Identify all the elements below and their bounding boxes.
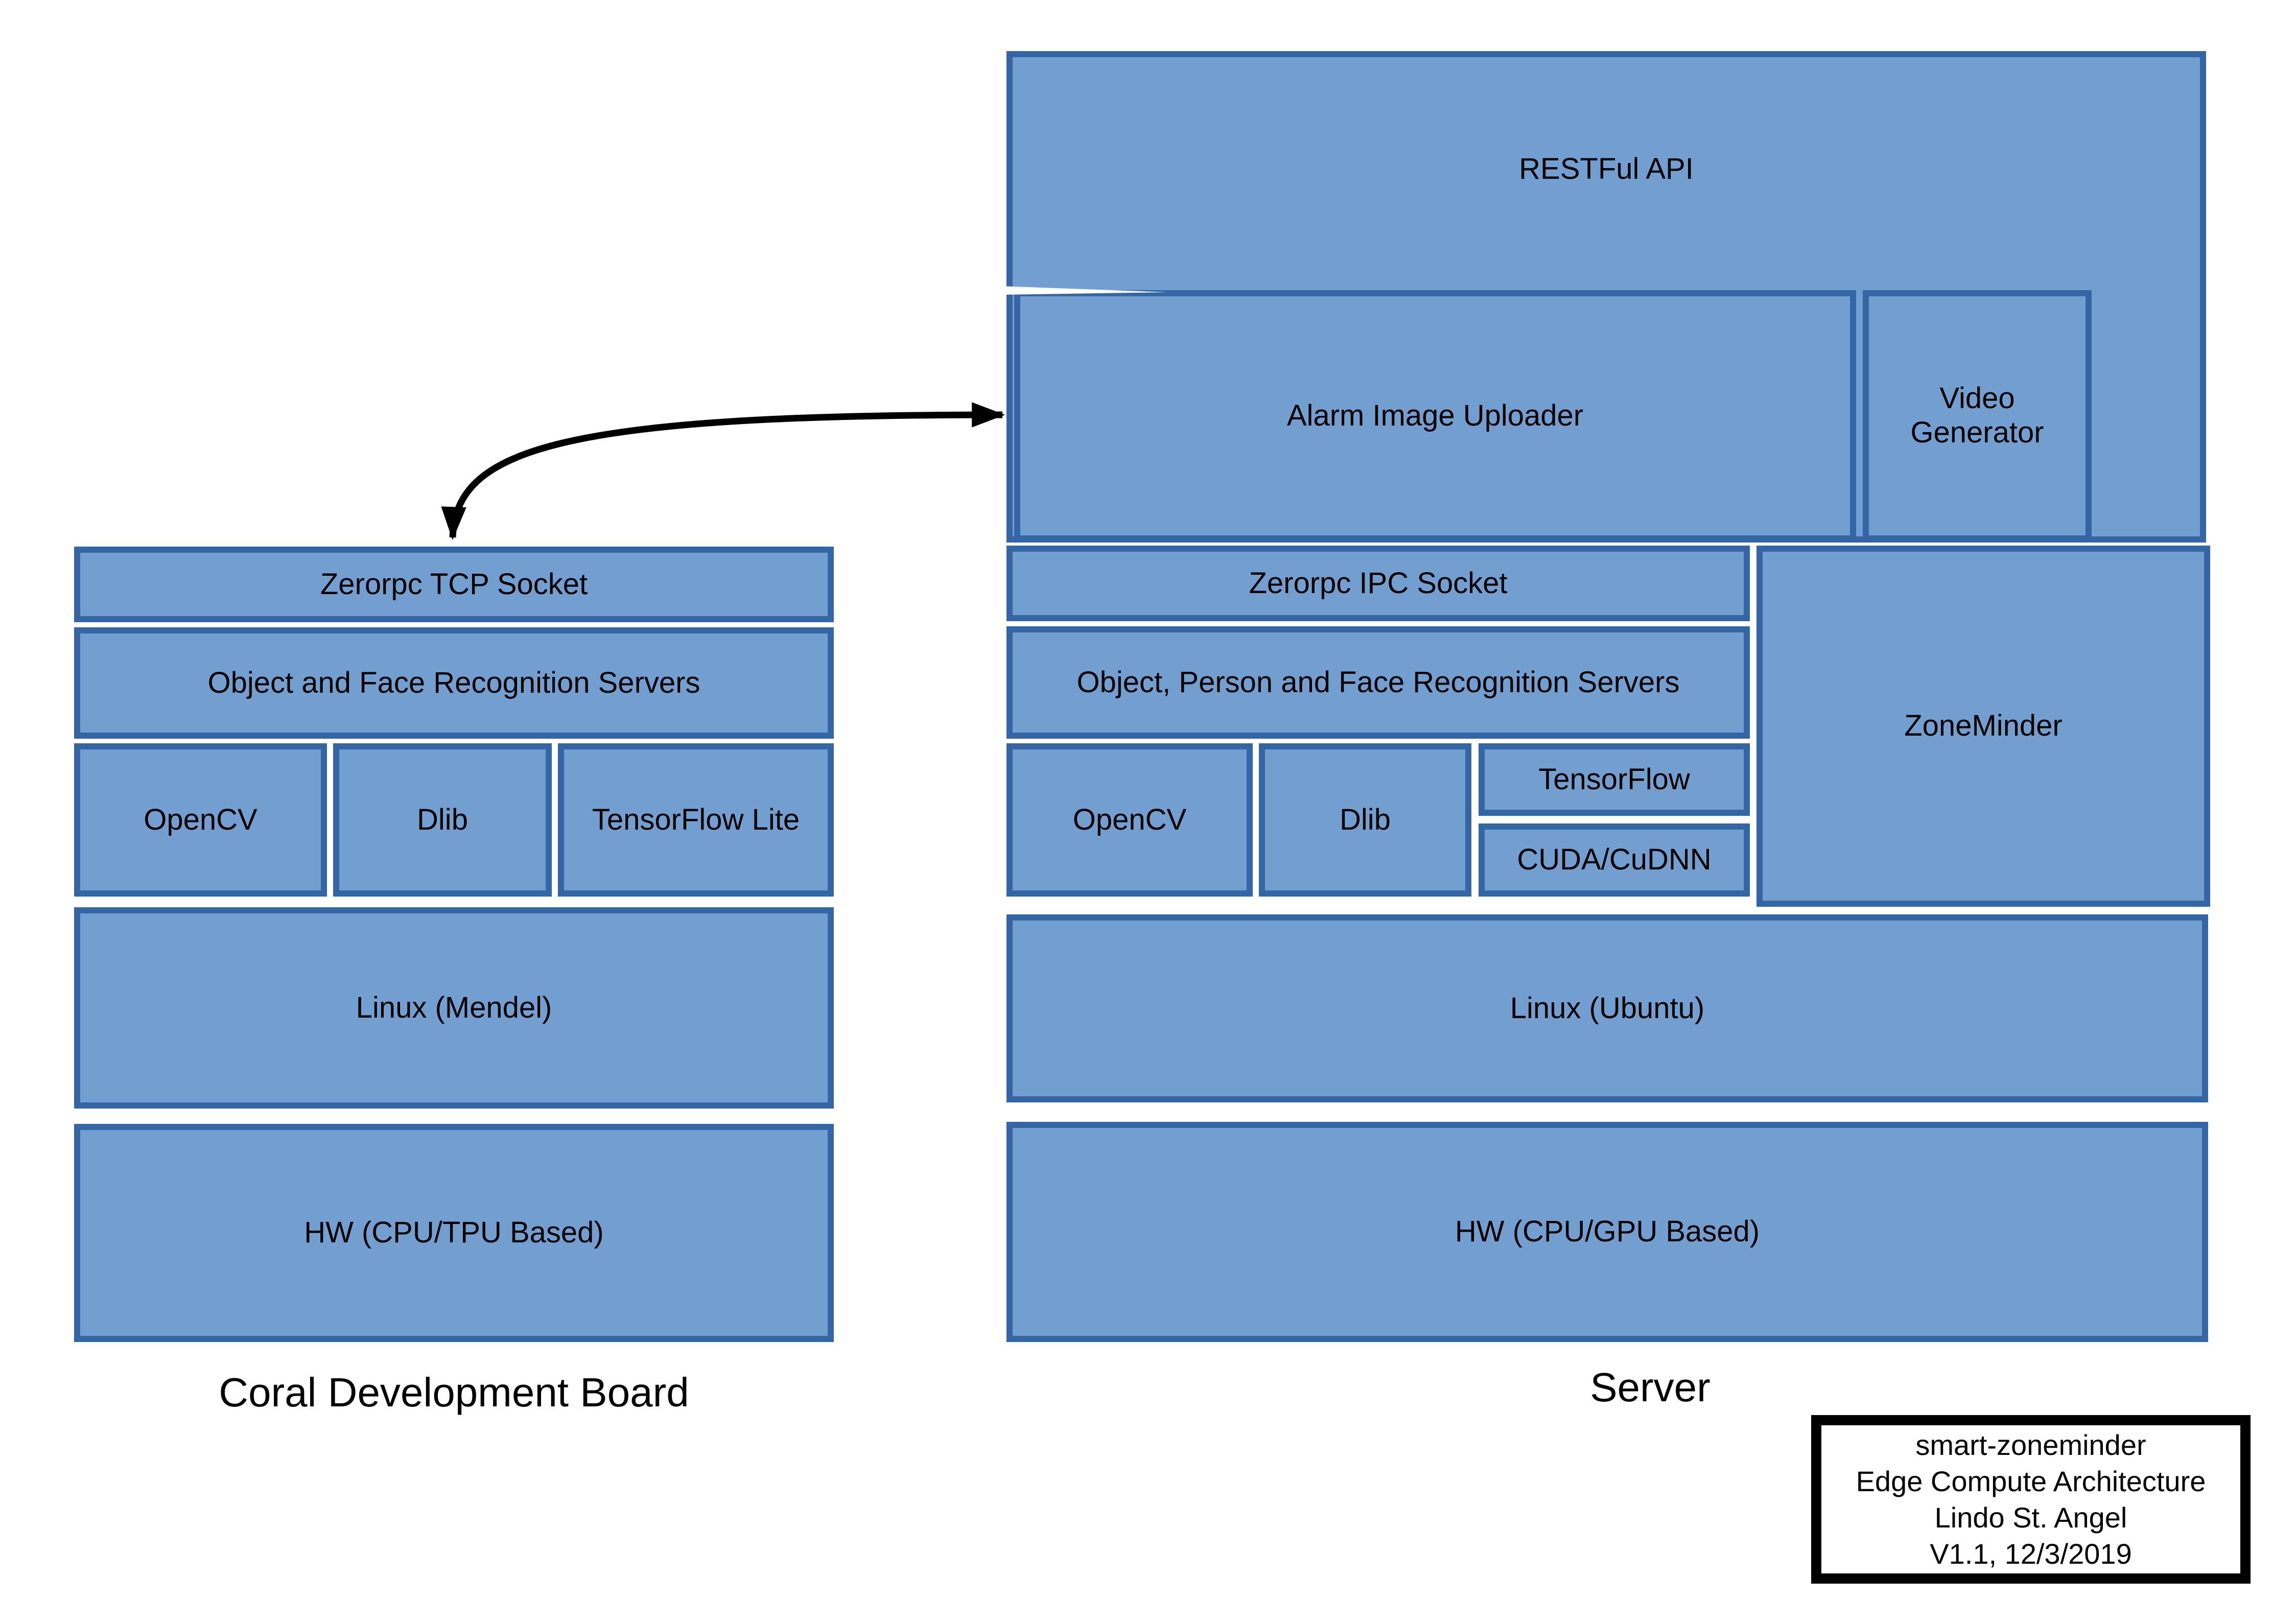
box-dlib-left: Dlib <box>333 743 552 897</box>
note-box: smart-zoneminder Edge Compute Architectu… <box>1811 1415 2251 1584</box>
right-stack-title: Server <box>1590 1364 1711 1410</box>
box-opencv-left: OpenCV <box>74 743 327 897</box>
note-line-author: Lindo St. Angel <box>1934 1501 2127 1534</box>
box-zerorpc-ipc-socket: Zerorpc IPC Socket <box>1006 546 1750 621</box>
note-line-title: Edge Compute Architecture <box>1856 1465 2206 1497</box>
box-zerorpc-tcp-socket: Zerorpc TCP Socket <box>74 547 834 622</box>
arrow-path <box>441 402 1005 540</box>
box-zoneminder: ZoneMinder <box>1756 546 2210 907</box>
box-opencv-right: OpenCV <box>1006 743 1253 897</box>
box-cuda-cudnn: CUDA/CuDNN <box>1479 823 1750 897</box>
box-tensorflow-lite: TensorFlow Lite <box>558 743 834 897</box>
box-linux-mendel: Linux (Mendel) <box>74 907 834 1109</box>
note-line-version: V1.1, 12/3/2019 <box>1930 1538 2132 1570</box>
box-linux-ubuntu: Linux (Ubuntu) <box>1006 914 2208 1102</box>
note-line-project: smart-zoneminder <box>1915 1429 2146 1461</box>
box-hw-cpu-tpu: HW (CPU/TPU Based) <box>74 1124 834 1342</box>
box-dlib-right: Dlib <box>1259 743 1471 897</box>
box-tensorflow: TensorFlow <box>1479 743 1750 816</box>
box-alarm-image-uploader: Alarm Image Uploader <box>1014 290 1856 542</box>
box-video-generator: Video Generator <box>1863 290 2092 542</box>
left-stack-title: Coral Development Board <box>219 1370 689 1415</box>
box-object-face-recognition-servers: Object and Face Recognition Servers <box>74 627 834 739</box>
box-object-person-face-recognition-servers: Object, Person and Face Recognition Serv… <box>1006 626 1750 739</box>
box-hw-cpu-gpu: HW (CPU/GPU Based) <box>1006 1122 2208 1342</box>
